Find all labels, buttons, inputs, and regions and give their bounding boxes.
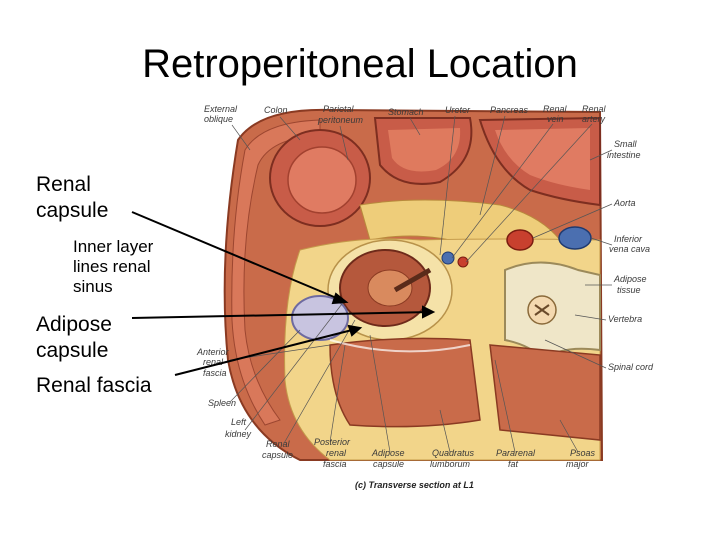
label-renal-capsule-1: Renal <box>266 439 291 449</box>
psoas-major <box>489 344 601 441</box>
renal-artery-vessel <box>457 256 469 268</box>
label-psoas-2: major <box>566 459 590 469</box>
label-psoas-1: Psoas <box>570 448 596 458</box>
slide-title: Retroperitoneal Location <box>142 42 578 86</box>
label-left-kidney-1: Left <box>231 417 247 427</box>
label-renal-capsule-2: capsule <box>262 450 293 460</box>
figure-leader-lines <box>229 115 613 453</box>
label-adipose-tissue-1: Adipose <box>613 274 647 284</box>
spleen <box>291 295 349 341</box>
label-pararenal-2: fat <box>508 459 519 469</box>
label-external-oblique-2: oblique <box>204 114 233 124</box>
sub-bullet-inner-line1: Inner layer <box>73 237 154 256</box>
label-renal-vein-1: Renal <box>543 104 568 114</box>
label-small-intestine-1: Small <box>614 139 638 149</box>
label-anterior-fascia-3: fascia <box>203 368 227 378</box>
label-quadratus-2: lumborum <box>430 459 471 469</box>
arrow-adipose-capsule <box>131 311 434 319</box>
sub-bullet-inner-line2: lines renal <box>73 257 151 276</box>
label-ivc-1: Inferior <box>614 234 643 244</box>
bullet-adipose-line2: capsule <box>36 339 109 362</box>
label-posterior-fascia-3: fascia <box>323 459 347 469</box>
label-anterior-fascia-1: Anterior <box>196 347 230 357</box>
label-left-kidney-2: kidney <box>225 429 252 439</box>
label-renal-vein-2: vein <box>547 114 564 124</box>
label-renal-artery-2: artery <box>582 114 606 124</box>
aorta <box>506 229 534 251</box>
arrowhead-adipose-capsule <box>422 305 436 319</box>
label-posterior-fascia-1: Posterior <box>314 437 351 447</box>
arrowhead-renal-fascia <box>347 324 363 337</box>
label-adipose-capsule-1: Adipose <box>371 448 405 458</box>
arrow-renal-fascia <box>174 327 361 376</box>
label-vertebra: Vertebra <box>608 314 642 324</box>
inferior-vena-cava <box>558 226 592 250</box>
label-spinal-cord: Spinal cord <box>608 362 654 372</box>
label-pararenal-1: Pararenal <box>496 448 536 458</box>
bullet-adipose-capsule: Adipose capsule <box>36 312 112 364</box>
renal-vein-vessel <box>441 251 455 265</box>
label-adipose-capsule-2: capsule <box>373 459 404 469</box>
posterior-fascia-line <box>329 339 471 353</box>
label-posterior-fascia-2: renal <box>326 448 347 458</box>
label-stomach: Stomach <box>388 107 424 117</box>
label-ivc-2: vena cava <box>609 244 650 254</box>
label-small-intestine-2: intestine <box>607 150 641 160</box>
label-aorta: Aorta <box>613 198 636 208</box>
bullet-renal-fascia: Renal fascia <box>36 374 152 397</box>
bullet-renal-capsule-line2: capsule <box>36 199 109 222</box>
label-anterior-fascia-2: renal <box>203 357 224 367</box>
sub-bullet-inner-layer: Inner layer lines renal sinus <box>73 237 153 297</box>
label-pancreas: Pancreas <box>490 105 529 115</box>
figure-labels: External oblique Colon Parietal peritone… <box>196 104 654 490</box>
label-parietal-2: peritoneum <box>317 115 364 125</box>
label-external-oblique-1: External <box>204 104 238 114</box>
label-ureter: Ureter <box>445 105 471 115</box>
sub-bullet-inner-line3: sinus <box>73 277 113 296</box>
arrowhead-renal-capsule <box>331 292 349 305</box>
label-adipose-tissue-2: tissue <box>617 285 641 295</box>
figure-caption: (c) Transverse section at L1 <box>355 480 474 490</box>
label-quadratus-1: Quadratus <box>432 448 475 458</box>
label-spleen: Spleen <box>208 398 236 408</box>
bullet-renal-capsule: Renal capsule <box>36 172 108 224</box>
arrow-renal-capsule <box>131 211 347 303</box>
label-renal-artery-1: Renal <box>582 104 607 114</box>
bullet-renal-capsule-line1: Renal <box>36 173 91 196</box>
label-colon: Colon <box>264 105 288 115</box>
bullet-adipose-line1: Adipose <box>36 313 112 336</box>
slide-pointer-arrows <box>131 211 436 376</box>
label-parietal-1: Parietal <box>323 104 355 114</box>
